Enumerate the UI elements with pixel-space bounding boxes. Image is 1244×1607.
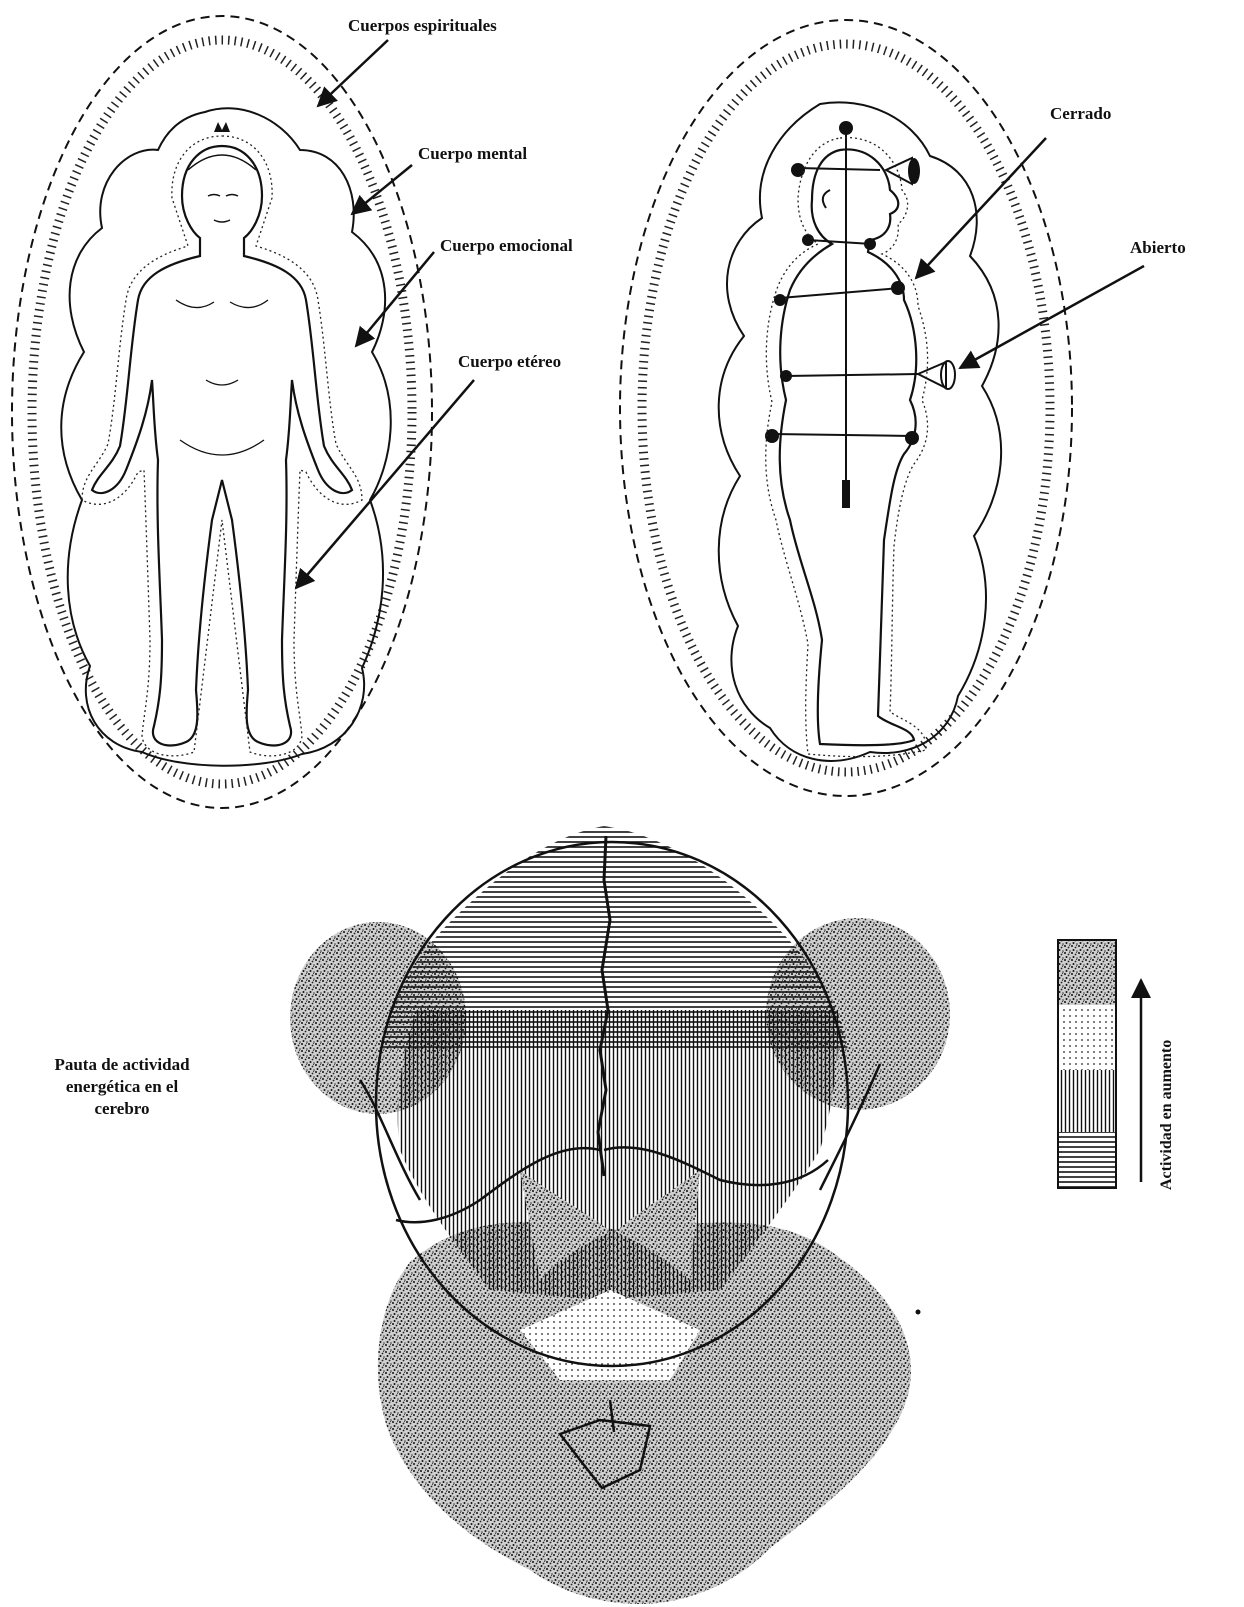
brain-caption-line-2: energética en el xyxy=(22,1076,222,1098)
legend-level-horizontal xyxy=(1058,1132,1116,1188)
figure-left-front-view xyxy=(12,16,432,808)
brain-caption-line-1: Pauta de actividad xyxy=(22,1054,222,1076)
label-spiritual-bodies: Cuerpos espirituales xyxy=(348,16,497,36)
figure-right-side-view xyxy=(620,20,1072,796)
label-emotional-body: Cuerpo emocional xyxy=(440,236,573,256)
label-open: Abierto xyxy=(1130,238,1186,258)
label-mental-body: Cuerpo mental xyxy=(418,144,527,164)
brain-caption-line-3: cerebro xyxy=(22,1098,222,1120)
brain-energy-diagram xyxy=(290,826,950,1604)
human-front-silhouette xyxy=(92,146,352,745)
label-closed: Cerrado xyxy=(1050,104,1111,124)
right-label-arrows xyxy=(916,138,1144,368)
activity-legend xyxy=(1058,940,1141,1188)
human-side-silhouette xyxy=(780,149,917,745)
label-etheric-body: Cuerpo etéreo xyxy=(458,352,561,372)
legend-label-increasing-activity: Actividad en aumento xyxy=(1158,1040,1176,1190)
legend-level-vertical xyxy=(1058,1070,1116,1132)
legend-level-dots xyxy=(1058,1005,1116,1070)
legend-level-stipple xyxy=(1058,940,1116,1005)
brain-caption: Pauta de actividad energética en el cere… xyxy=(22,1054,222,1120)
